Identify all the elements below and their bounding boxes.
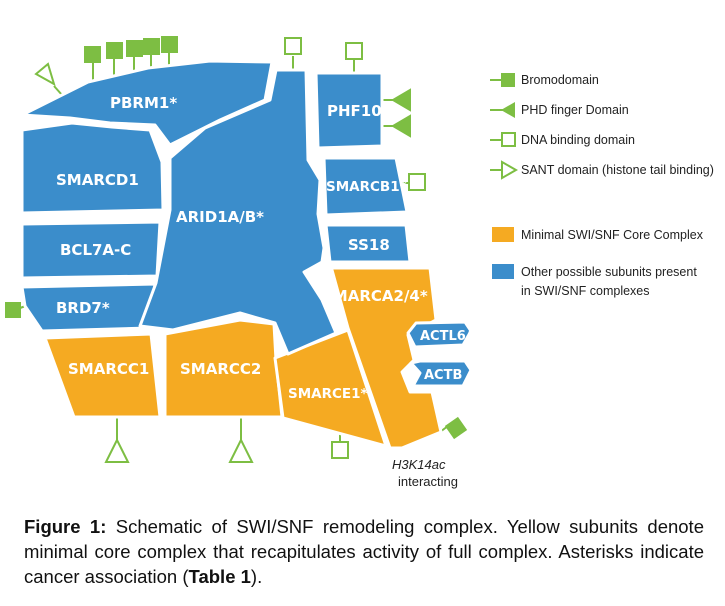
label-actl6a: ACTL6A <box>420 329 476 344</box>
label-pbrm1: PBRM1* <box>110 94 177 112</box>
label-smarce1: SMARCE1* <box>288 386 368 402</box>
annotation-interacting: interacting <box>398 474 458 489</box>
legend-phd: PHD finger Domain <box>490 102 629 118</box>
label-smarcd1: SMARCD1 <box>56 171 139 189</box>
smarcd1-shape <box>20 121 165 215</box>
bromodomain-icon <box>84 46 101 80</box>
actl6a-shape <box>406 320 473 349</box>
legend-core: Minimal SWI/SNF Core Complex <box>492 227 704 242</box>
ss18-shape <box>324 223 412 264</box>
annotation-h3k14ac: H3K14ac <box>392 457 446 472</box>
label-bcl7ac: BCL7A-C <box>60 241 131 259</box>
pbrm1-shape <box>20 59 274 147</box>
caption-text: Schematic of SWI/SNF remodeling complex.… <box>24 516 704 587</box>
brd7-shape <box>20 282 157 333</box>
legend-dna-label: DNA binding domain <box>521 133 635 147</box>
sant-icon <box>34 62 63 96</box>
caption-label: Figure 1: <box>24 516 107 537</box>
bromodomain-icon <box>143 38 160 69</box>
domain-icons <box>5 36 468 463</box>
figure-caption: Figure 1: Schematic of SWI/SNF remodelin… <box>24 514 704 589</box>
sant-icon <box>501 160 519 180</box>
bromodomain-icon <box>439 416 468 440</box>
legend-other-label-1: Other possible subunits present <box>521 265 697 279</box>
phd-finger-icon <box>380 114 411 138</box>
legend-bromodomain: Bromodomain <box>490 73 599 87</box>
bromodomain-icon <box>126 40 143 72</box>
legend-phd-label: PHD finger Domain <box>521 103 629 117</box>
phd-finger-icon <box>501 102 515 118</box>
label-smarcc1: SMARCC1 <box>68 360 149 378</box>
label-actb: ACTB <box>424 368 462 383</box>
core-swatch <box>492 227 514 242</box>
subunit-shapes <box>20 59 473 450</box>
actb-shape <box>409 359 473 388</box>
arid1ab-shape <box>138 68 338 356</box>
dna-binding-icon <box>501 132 516 147</box>
caption-table-ref: Table 1 <box>188 566 251 587</box>
smarcb1-shape <box>322 156 409 217</box>
phf10-shape <box>314 71 384 150</box>
subunit-labels: PBRM1* SMARCD1 BCL7A-C BRD7* ARID1A/B* P… <box>56 94 476 402</box>
legend: Bromodomain PHD finger Domain DNA bindin… <box>490 73 714 298</box>
dna-binding-icon <box>398 173 426 191</box>
legend-other-label-2: in SWI/SNF complexes <box>521 284 650 298</box>
legend-bromodomain-label: Bromodomain <box>521 73 599 87</box>
bromodomain-icon <box>106 42 123 76</box>
legend-sant: SANT domain (histone tail binding) <box>490 160 714 180</box>
label-ss18: SS18 <box>348 236 390 254</box>
label-smarcc2: SMARCC2 <box>180 360 261 378</box>
bromodomain-icon <box>501 73 515 87</box>
label-smarca24: SMARCA2/4* <box>322 287 428 305</box>
legend-dna: DNA binding domain <box>490 132 635 147</box>
sant-icon <box>104 418 130 463</box>
bromodomain-icon <box>161 36 178 66</box>
legend-sant-label: SANT domain (histone tail binding) <box>521 163 714 177</box>
phd-finger-icon <box>380 88 411 112</box>
swi-snf-diagram: PBRM1* SMARCD1 BCL7A-C BRD7* ARID1A/B* P… <box>5 36 714 489</box>
label-brd7: BRD7* <box>56 299 110 317</box>
sant-icon <box>228 418 254 463</box>
label-smarcb1: SMARCB1* <box>326 179 407 195</box>
label-phf10: PHF10 <box>327 102 382 120</box>
label-arid1ab: ARID1A/B* <box>176 208 264 226</box>
other-swatch <box>492 264 514 279</box>
dna-binding-icon <box>331 416 349 459</box>
bromodomain-icon <box>5 302 35 318</box>
legend-other: Other possible subunits present in SWI/S… <box>492 264 697 298</box>
dna-binding-icon <box>345 42 363 74</box>
caption-end: ). <box>250 566 263 587</box>
legend-core-label: Minimal SWI/SNF Core Complex <box>521 228 704 242</box>
dna-binding-icon <box>284 37 302 70</box>
smarcc1-shape <box>43 332 162 419</box>
